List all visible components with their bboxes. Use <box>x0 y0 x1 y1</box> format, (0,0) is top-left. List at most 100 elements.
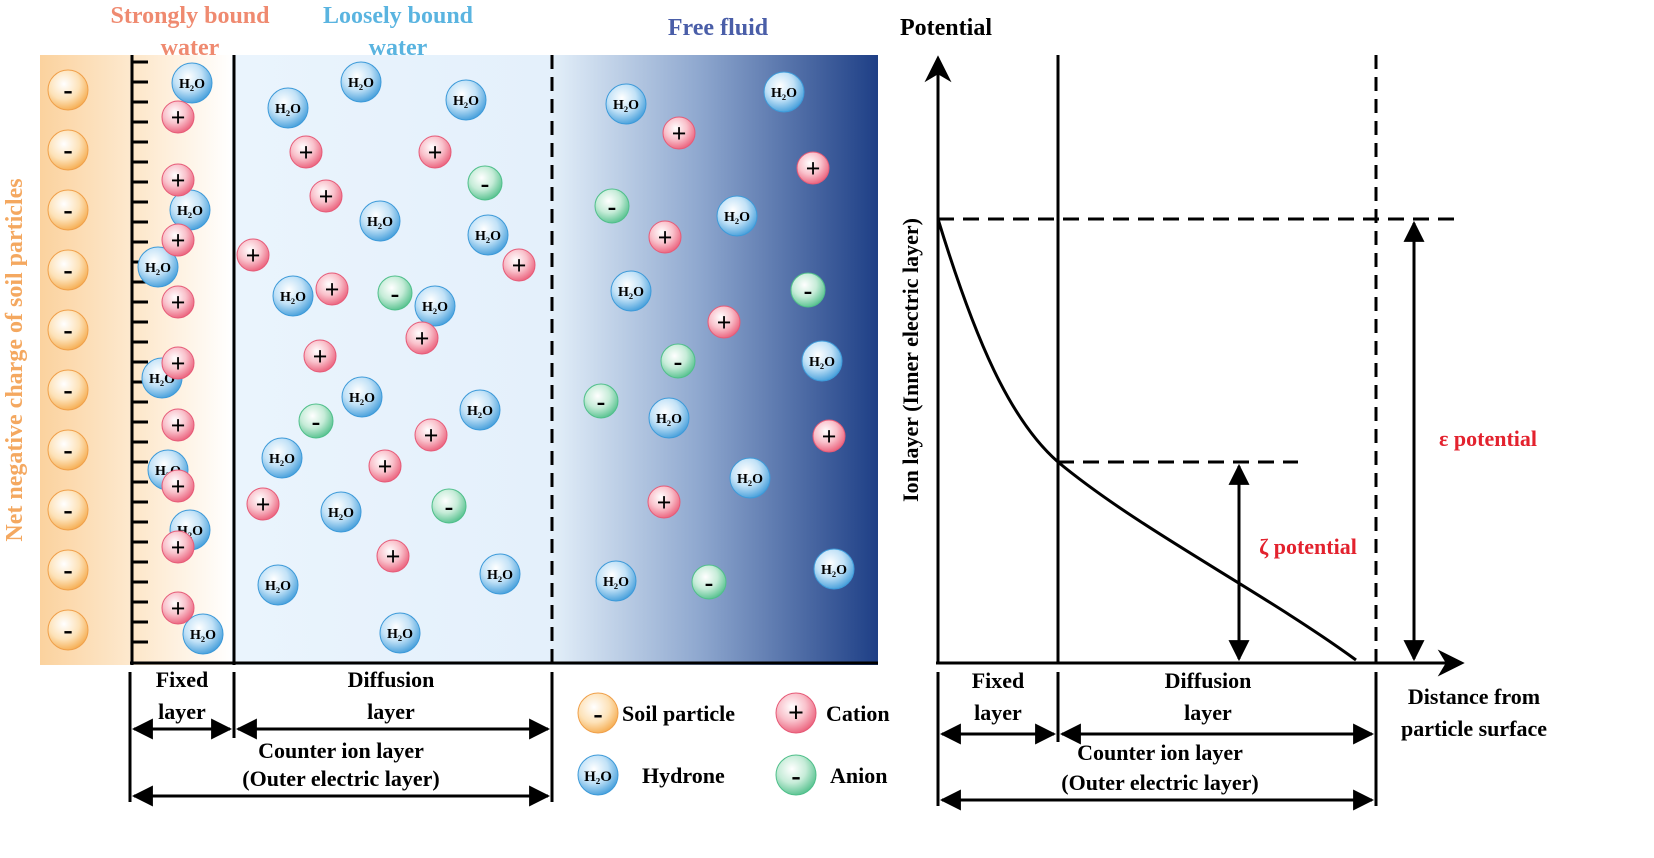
svg-text:H₂O: H₂O <box>656 412 682 427</box>
legend-anion-symbol: - <box>791 761 800 792</box>
water-particle: H₂O <box>801 340 843 382</box>
legend-cation-symbol: + <box>788 698 804 729</box>
cation-particle: + <box>648 220 682 254</box>
free-fluid-label: Free fluid <box>668 15 769 41</box>
water-particle: H₂O <box>171 62 213 104</box>
cation-particle: + <box>647 485 681 519</box>
legend: - Soil particle + Cation H₂O Hydrone - A… <box>577 692 890 796</box>
svg-text:+: + <box>171 411 186 440</box>
svg-text:+: + <box>428 138 443 167</box>
legend-hydrone-symbol: H₂O <box>584 769 612 785</box>
water-particle: H₂O <box>459 389 501 431</box>
cation-particle: + <box>161 530 195 564</box>
svg-text:+: + <box>658 223 673 252</box>
legend-soil-label: Soil particle <box>622 701 735 726</box>
cation-particle: + <box>309 179 343 213</box>
svg-text:H₂O: H₂O <box>387 627 413 642</box>
water-particle: H₂O <box>340 61 382 103</box>
svg-text:-: - <box>63 555 72 586</box>
svg-text:-: - <box>63 495 72 526</box>
loosely-bound-label-1: Loosely bound <box>323 3 474 29</box>
cation-particle: + <box>315 272 349 306</box>
svg-text:H₂O: H₂O <box>349 391 375 406</box>
svg-text:+: + <box>171 103 186 132</box>
right-counter-label-1: Counter ion layer <box>1077 740 1243 765</box>
svg-text:H₂O: H₂O <box>177 204 203 219</box>
cation-particle: + <box>368 449 402 483</box>
anion-particle: - <box>790 272 826 308</box>
right-counter-label-2: (Outer electric layer) <box>1061 770 1258 795</box>
svg-text:H₂O: H₂O <box>348 76 374 91</box>
svg-text:H₂O: H₂O <box>269 452 295 467</box>
ion-and-water-particles: H₂O H₂O H₂O H₂O H₂O H₂O H₂O H₂O H₂O H₂O H₂O H₂O H₂O H… <box>137 61 855 655</box>
soil-particle: - <box>47 309 89 351</box>
svg-text:-: - <box>804 276 813 305</box>
anion-particle: - <box>377 275 413 311</box>
water-particle: H₂O <box>595 560 637 602</box>
svg-text:-: - <box>674 347 683 376</box>
svg-text:H₂O: H₂O <box>367 215 393 230</box>
anion-particle: - <box>431 488 467 524</box>
right-diffusion-label-1: Diffusion <box>1165 668 1252 693</box>
water-particle: H₂O <box>261 437 303 479</box>
svg-text:+: + <box>256 490 271 519</box>
svg-text:H₂O: H₂O <box>724 210 750 225</box>
svg-text:+: + <box>717 308 732 337</box>
svg-text:H₂O: H₂O <box>771 86 797 101</box>
svg-text:+: + <box>424 421 439 450</box>
water-particle: H₂O <box>414 285 456 327</box>
water-particle: H₂O <box>716 195 758 237</box>
water-particle: H₂O <box>605 83 647 125</box>
water-particle: H₂O <box>169 189 211 231</box>
right-fixed-label-1: Fixed <box>972 668 1025 693</box>
svg-text:H₂O: H₂O <box>179 77 205 92</box>
svg-text:-: - <box>445 492 454 521</box>
anion-particle: - <box>691 564 727 600</box>
soil-particle: - <box>47 369 89 411</box>
svg-text:+: + <box>171 288 186 317</box>
right-diffusion-label-2: layer <box>1184 700 1232 725</box>
svg-text:+: + <box>171 349 186 378</box>
svg-text:H₂O: H₂O <box>618 285 644 300</box>
svg-text:-: - <box>481 169 490 198</box>
anion-particle: - <box>298 403 334 439</box>
soil-particle: - <box>47 249 89 291</box>
water-particle: H₂O <box>379 612 421 654</box>
svg-text:+: + <box>171 166 186 195</box>
zeta-label: ζ potential <box>1259 534 1357 559</box>
left-fixed-label-2: layer <box>158 699 206 724</box>
legend-hydrone-label: Hydrone <box>642 763 725 788</box>
soil-particles: ---------- <box>47 69 89 651</box>
legend-cation-icon: + <box>775 692 817 734</box>
potential-title: Potential <box>900 15 992 41</box>
svg-text:+: + <box>319 182 334 211</box>
left-fixed-label-1: Fixed <box>156 667 209 692</box>
water-particle: H₂O <box>257 564 299 606</box>
legend-soil-symbol: - <box>593 699 602 730</box>
svg-text:+: + <box>171 472 186 501</box>
svg-text:-: - <box>63 435 72 466</box>
svg-text:H₂O: H₂O <box>422 300 448 315</box>
cation-particle: + <box>161 408 195 442</box>
svg-text:+: + <box>378 452 393 481</box>
svg-text:+: + <box>171 226 186 255</box>
svg-text:H₂O: H₂O <box>280 290 306 305</box>
cation-particle: + <box>303 339 337 373</box>
left-diffusion-label-1: Diffusion <box>348 667 435 692</box>
water-particle: H₂O <box>182 613 224 655</box>
svg-text:H₂O: H₂O <box>475 229 501 244</box>
svg-text:-: - <box>608 192 617 221</box>
svg-text:-: - <box>391 279 400 308</box>
water-particle: H₂O <box>479 553 521 595</box>
soil-particle: - <box>47 189 89 231</box>
svg-text:H₂O: H₂O <box>603 575 629 590</box>
svg-text:-: - <box>597 387 606 416</box>
left-counter-label-2: (Outer electric layer) <box>242 766 439 791</box>
svg-text:H₂O: H₂O <box>737 472 763 487</box>
left-panel: Strongly bound water Loosely bound water… <box>2 3 878 807</box>
water-particle: H₂O <box>272 275 314 317</box>
cation-particle: + <box>405 321 439 355</box>
svg-text:+: + <box>386 542 401 571</box>
svg-text:+: + <box>325 275 340 304</box>
svg-text:+: + <box>806 154 821 183</box>
